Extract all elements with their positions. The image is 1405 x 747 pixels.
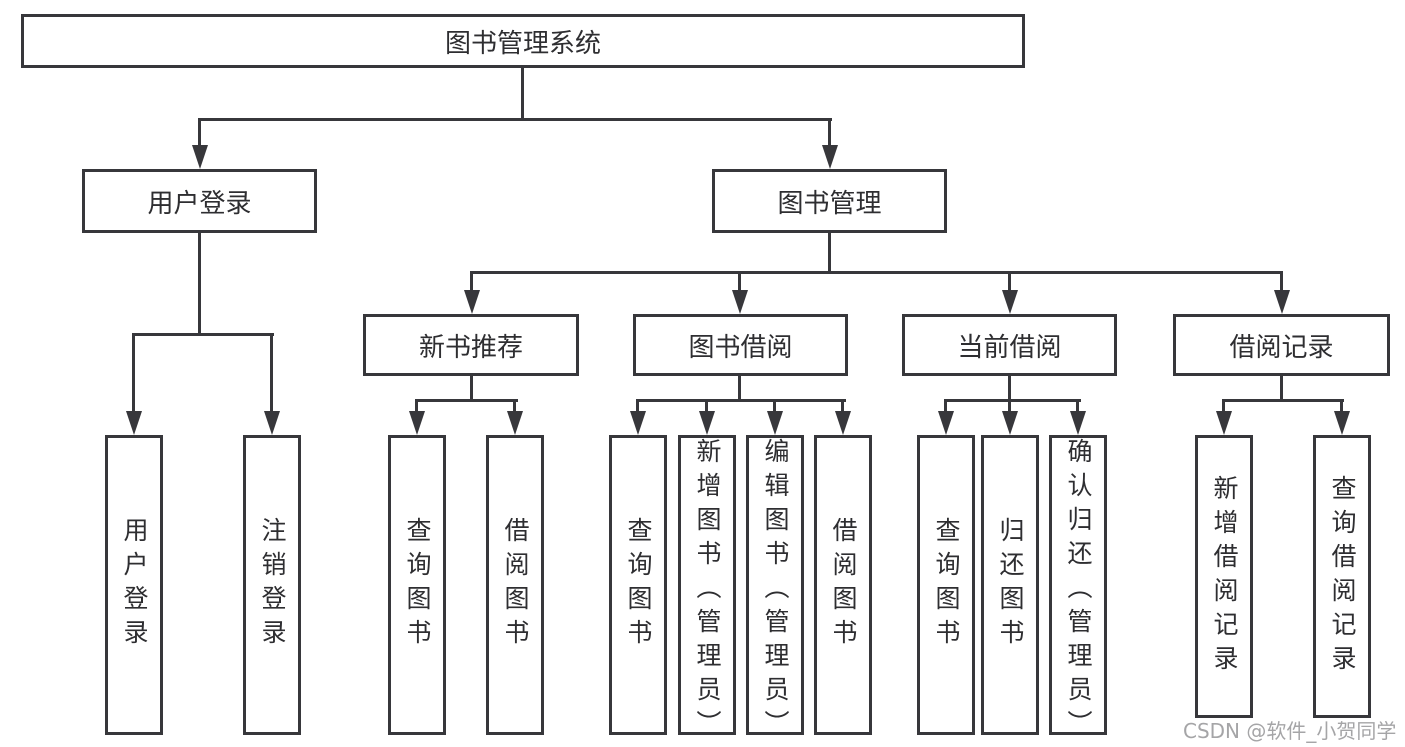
connector-root-v [521, 68, 524, 120]
leaf-add-borrow-record: 新增借阅记录 [1195, 435, 1253, 718]
leaf-query-borrow-record: 查询借阅记录 [1313, 435, 1371, 718]
arrow-stem [828, 118, 831, 148]
connector-borrow-h [636, 399, 846, 402]
node-borrow-records: 借阅记录 [1173, 314, 1390, 376]
arrow-stem [1340, 399, 1343, 415]
arrow-stem [198, 118, 201, 148]
leaf-logout: 注销登录 [243, 435, 301, 735]
leaf-query-book-current: 查询图书 [917, 435, 975, 735]
arrow-stem [270, 333, 273, 415]
leaf-edit-book-admin: 编辑图书（管理员） [746, 435, 804, 744]
arrow-stem [705, 399, 708, 415]
arrow-stem [1008, 271, 1011, 293]
arrow-head-icon [1002, 290, 1018, 314]
connector-records-h [1222, 399, 1344, 402]
connector-login-h [132, 333, 274, 336]
connector-recommend-v [470, 376, 473, 401]
arrow-head-icon [507, 411, 523, 435]
node-user-login: 用户登录 [82, 169, 317, 233]
arrow-head-icon [1334, 411, 1350, 435]
node-new-book-recommend: 新书推荐 [363, 314, 579, 376]
arrow-stem [944, 399, 947, 415]
leaf-borrow-book-recommend: 借阅图书 [486, 435, 544, 735]
arrow-stem [1280, 271, 1283, 293]
arrow-head-icon [835, 411, 851, 435]
node-book-borrow: 图书借阅 [633, 314, 848, 376]
csdn-watermark: CSDN @软件_小贺同学 [1183, 719, 1397, 743]
arrow-head-icon [767, 411, 783, 435]
arrow-stem [513, 399, 516, 415]
connector-borrow-v [738, 376, 741, 401]
arrow-stem [841, 399, 844, 415]
arrow-head-icon [464, 290, 480, 314]
node-library-system: 图书管理系统 [21, 14, 1025, 68]
arrow-head-icon [1274, 290, 1290, 314]
arrow-stem [1222, 399, 1225, 415]
arrow-stem [773, 399, 776, 415]
arrow-stem [415, 399, 418, 415]
arrow-head-icon [192, 145, 208, 169]
leaf-add-book-admin: 新增图书（管理员） [678, 435, 736, 744]
arrow-head-icon [630, 411, 646, 435]
node-current-borrow: 当前借阅 [902, 314, 1117, 376]
connector-current-h [944, 399, 1081, 402]
arrow-head-icon [732, 290, 748, 314]
connector-mgmt-h [470, 271, 1283, 274]
node-book-management: 图书管理 [712, 169, 947, 233]
arrow-stem [1008, 399, 1011, 415]
arrow-stem [470, 271, 473, 293]
arrow-head-icon [1002, 411, 1018, 435]
leaf-query-book-borrow: 查询图书 [609, 435, 667, 735]
arrow-head-icon [409, 411, 425, 435]
connector-recommend-h [415, 399, 518, 402]
leaf-borrow-book: 借阅图书 [814, 435, 872, 735]
arrow-head-icon [126, 411, 142, 435]
connector-mgmt-v [828, 233, 831, 273]
leaf-confirm-return-admin: 确认归还（管理员） [1049, 435, 1107, 744]
arrow-head-icon [1070, 411, 1086, 435]
arrow-head-icon [938, 411, 954, 435]
arrow-head-icon [699, 411, 715, 435]
arrow-head-icon [264, 411, 280, 435]
arrow-stem [1076, 399, 1079, 415]
connector-current-v [1008, 376, 1011, 401]
arrow-stem [636, 399, 639, 415]
leaf-return-book: 归还图书 [981, 435, 1039, 735]
arrow-head-icon [822, 145, 838, 169]
arrow-stem [132, 333, 135, 415]
connector-login-v [198, 233, 201, 335]
connector-root-h [198, 118, 832, 121]
arrow-stem [738, 271, 741, 293]
arrow-head-icon [1216, 411, 1232, 435]
connector-records-v [1280, 376, 1283, 401]
leaf-query-book-recommend: 查询图书 [388, 435, 446, 735]
leaf-user-login: 用户登录 [105, 435, 163, 735]
